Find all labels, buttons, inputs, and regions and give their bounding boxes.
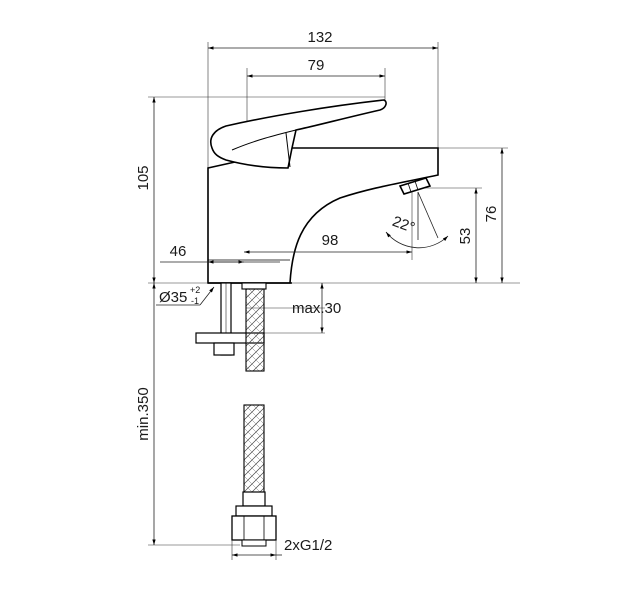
dim-connection: 2xG1/2 — [284, 537, 332, 554]
hose-connector-nut — [231, 515, 277, 541]
dim-overall-width: 132 — [307, 29, 332, 46]
dim-outlet-height: 53 — [457, 228, 474, 245]
flex-hose-upper — [245, 288, 265, 372]
mounting-assembly — [195, 282, 277, 547]
dim-height: 105 — [135, 165, 152, 190]
dim-spout-height: 76 — [483, 206, 500, 223]
dimension-lines — [152, 46, 504, 560]
dim-max-thickness: max.30 — [292, 300, 341, 317]
dim-hose-length: min.350 — [135, 387, 152, 440]
dim-hole-diameter: Ø35 — [159, 289, 187, 306]
dim-lever-width: 79 — [308, 57, 325, 74]
flex-hose-lower — [243, 404, 265, 506]
fixing-nut — [213, 342, 235, 356]
dim-offset: 46 — [170, 243, 187, 260]
dim-outlet-angle: 22° — [390, 213, 417, 237]
dim-hole-tol-minus: -1 — [191, 296, 199, 306]
faucet-body — [207, 99, 439, 284]
dim-hole-tol-plus: +2 — [190, 285, 200, 295]
dimension-labels: 132 79 105 76 53 22° 98 46 Ø35 +2 -1 max… — [135, 29, 500, 554]
lever-handle — [210, 99, 387, 169]
dim-projection: 98 — [322, 232, 339, 249]
aerator — [398, 177, 432, 195]
